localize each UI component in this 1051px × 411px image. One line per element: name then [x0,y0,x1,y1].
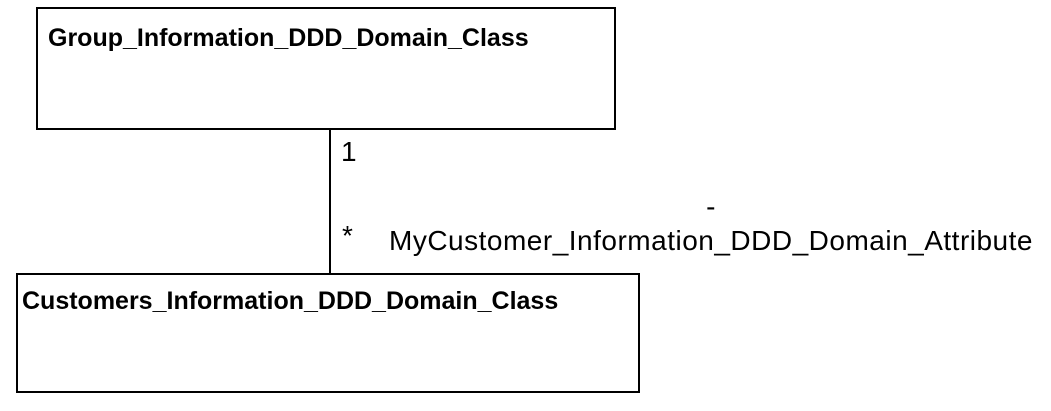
association-line[interactable] [329,130,331,273]
class-box-group-information[interactable]: Group_Information_DDD_Domain_Class [36,7,616,130]
multiplicity-target-label[interactable]: * [342,220,353,251]
class-name-customers-information: Customers_Information_DDD_Domain_Class [22,287,559,315]
association-role-name: MyCustomer_Information_DDD_Domain_Attrib… [389,225,1033,256]
association-role-label[interactable]: - MyCustomer_Information_DDD_Domain_Attr… [377,190,1045,258]
association-visibility-marker: - [706,191,716,222]
class-name-group-information: Group_Information_DDD_Domain_Class [48,24,529,52]
multiplicity-source-label[interactable]: 1 [341,136,357,167]
class-box-customers-information[interactable]: Customers_Information_DDD_Domain_Class [16,273,640,393]
